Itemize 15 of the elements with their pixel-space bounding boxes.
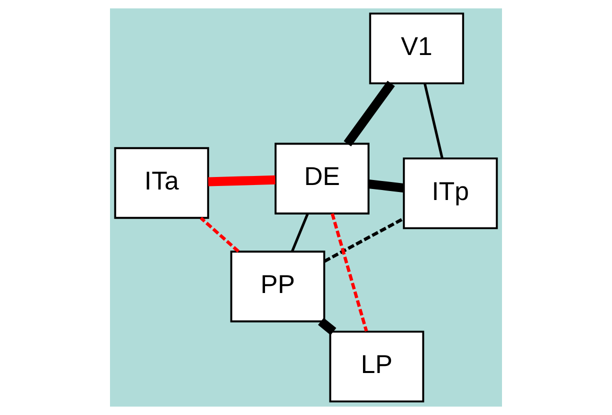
node-box: ITp	[402, 157, 498, 230]
connector	[368, 180, 404, 192]
connector	[424, 83, 444, 158]
connector	[200, 216, 240, 253]
connector	[324, 217, 404, 263]
connector	[290, 213, 309, 252]
node-box: V1	[369, 12, 464, 84]
connector	[208, 175, 276, 186]
node-box: LP	[329, 330, 424, 402]
node-box: PP	[230, 250, 326, 322]
node-box: DE	[274, 142, 370, 214]
connector	[318, 318, 336, 336]
connector	[344, 80, 395, 146]
connector	[330, 213, 368, 332]
node-box: ITa	[114, 147, 210, 219]
